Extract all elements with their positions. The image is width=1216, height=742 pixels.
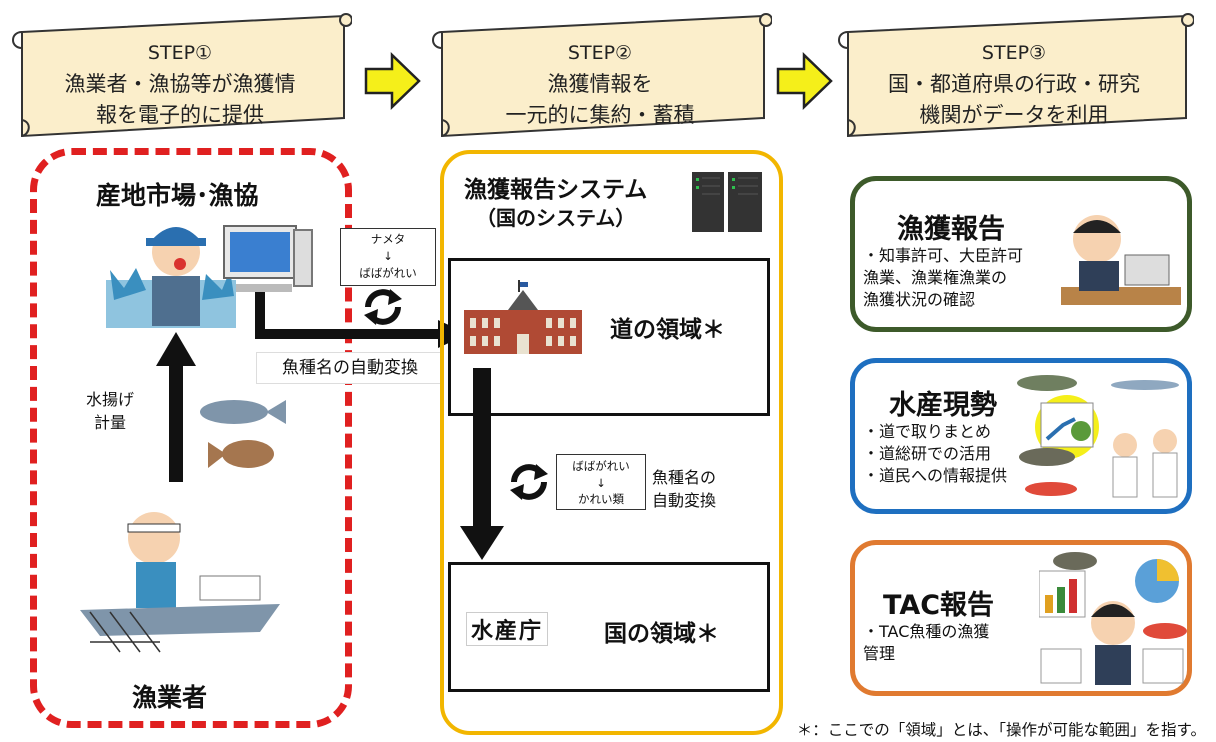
office-worker-illustration [1061,215,1181,305]
conversion-box-1: ナメタ ↓ ばばがれい [340,228,436,286]
conversion-label-1: 魚種名の自動変換 [256,352,444,384]
card-body: ・知事許可、大臣許可 漁業、漁業権漁業の 漁獲状況の確認 [863,246,1024,309]
pref-domain-label: 道の領域＊ [610,317,725,343]
fisher-boat-illustration [80,512,280,653]
step-text-line1: 漁獲情報を [547,72,653,96]
fisher-title: 漁業者 [132,683,208,712]
fisher-region [30,148,352,728]
step-label: STEP③ [981,42,1047,64]
nation-domain-box [448,562,770,692]
catch-report-card: 漁獲報告 ・知事許可、大臣許可 漁業、漁業権漁業の 漁獲状況の確認 [850,176,1192,332]
researchers-illustration [1017,375,1179,498]
down-arrow-icon [460,368,504,560]
scroll-shape [12,13,352,138]
card-title: TAC報告 [883,590,995,621]
scroll-shape [838,13,1194,138]
government-building-illustration [464,280,582,354]
step-text-line1: 国・都道府県の行政・研究 [888,72,1140,96]
tac-report-card: TAC報告 ・TAC魚種の漁獲 管理 [850,540,1192,696]
refresh-icon [510,464,548,500]
conversion-to: かれい類 [578,492,624,506]
conversion-to: ばばがれい [359,266,417,280]
landing-label: 水揚げ 計量 [86,388,134,434]
step3-scroll: STEP③ 国・都道府県の行政・研究 機関がデータを利用 [834,8,1194,138]
market-worker-illustration [106,225,313,328]
step1-scroll: STEP① 漁業者・漁協等が漁獲情 報を電子的に提供 [8,8,352,138]
card-body: ・道で取りまとめ ・道総研での活用 ・道民への情報提供 [863,422,1008,485]
card-body: ・TAC魚種の漁獲 管理 [863,622,990,663]
fish-illustration [200,400,286,468]
card-title: 水産現勢 [889,390,997,421]
system-title: 漁獲報告システム [464,177,648,203]
conversion-label-2-line2: 自動変換 [652,491,717,510]
refresh-icon [364,289,402,325]
step2-scroll: STEP② 漁獲情報を 一元的に集約・蓄積 [428,8,772,138]
footnote: ＊：ここでの「領域」とは、「操作が可能な範囲」を指す。 [796,721,1206,739]
conversion-from: ばばがれい [572,459,630,473]
conversion-box-2: ばばがれい ↓ かれい類 [556,454,646,510]
step-label: STEP② [567,42,633,64]
right-arrow-icon [776,52,833,110]
scroll-shape [432,13,772,138]
landing-label-line1: 水揚げ [86,390,135,409]
conversion-arrow: ↓ [596,475,606,490]
server-icon [692,172,762,232]
conversion-label-2: 魚種名の 自動変換 [652,466,716,512]
fisheries-agency-logo: 水産庁 [466,612,549,646]
system-subtitle: （国のシステム） [476,206,636,230]
conversion-label-2-line1: 魚種名の [652,468,717,487]
card-title: 漁獲報告 [897,214,1005,245]
step-text-line2: 機関がデータを利用 [919,103,1109,127]
conversion-arrow: ↓ [383,249,393,263]
landing-label-line2: 計量 [94,413,127,432]
catch-report-system [440,150,783,735]
fishery-status-card: 水産現勢 ・道で取りまとめ ・道総研での活用 ・道民への情報提供 [850,358,1192,514]
conversion-from: ナメタ [370,232,406,246]
step-text-line2: 一元的に集約・蓄積 [505,103,695,127]
up-arrow-icon [156,332,196,482]
right-arrow-icon [364,52,421,110]
step-text-line2: 報を電子的に提供 [96,103,264,127]
manager-illustration [1039,552,1187,685]
market-title: 産地市場･漁協 [96,181,259,210]
step-text-line1: 漁業者・漁協等が漁獲情 [64,72,296,96]
nation-domain-label: 国の領域＊ [604,621,719,647]
step-label: STEP① [147,42,213,64]
